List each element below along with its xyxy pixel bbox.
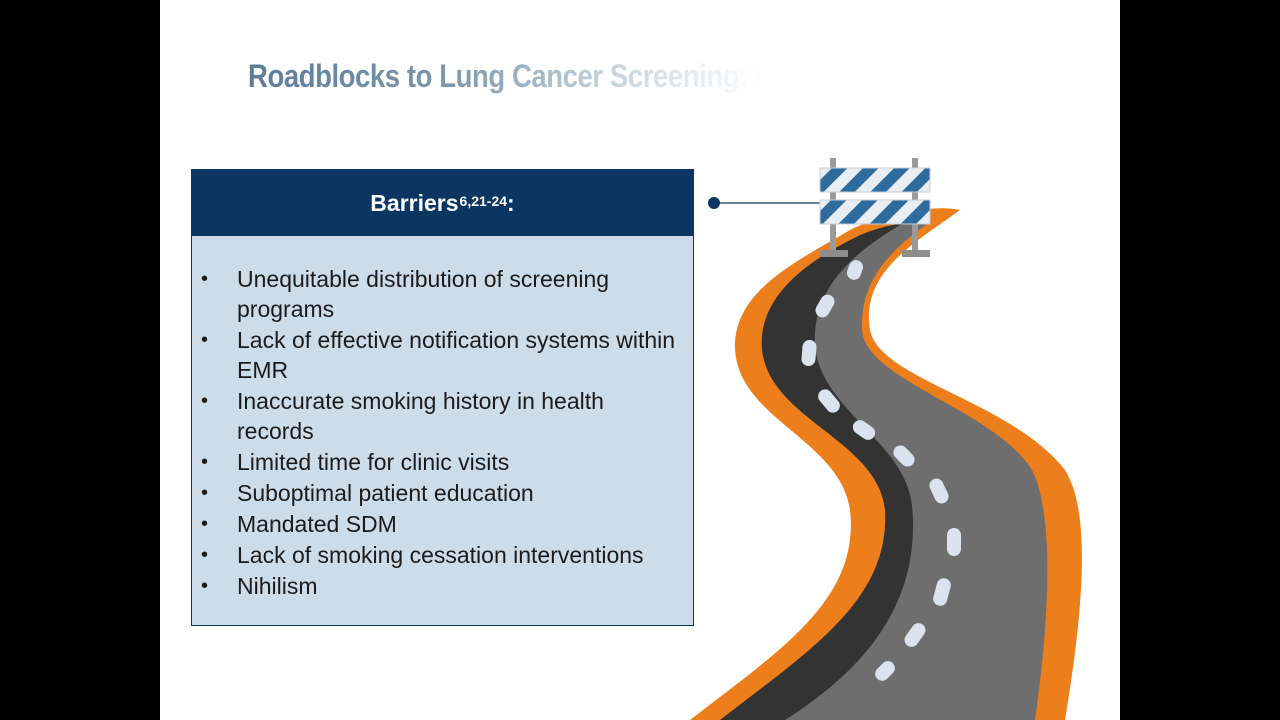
list-item: •Inaccurate smoking history in health re… [201, 388, 604, 444]
barriers-citation: 6,21-24 [459, 193, 508, 209]
barriers-heading: Barriers [370, 189, 459, 216]
list-item: •Mandated SDM [201, 511, 397, 537]
road-surface [785, 222, 1048, 720]
list-item: •Lack of smoking cessation interventions [201, 542, 644, 568]
list-item: •Lack of effective notification systems … [201, 327, 676, 383]
road-illustration [690, 158, 1082, 720]
list-item: •Nihilism [201, 573, 318, 599]
barricade-icon [819, 158, 931, 257]
slide-title: Roadblocks to Lung Cancer Screening: Ins… [248, 58, 835, 94]
slide: Roadblocks to Lung Cancer Screening: Ins… [160, 0, 1120, 720]
barriers-list: •Unequitable distribution of screening p… [192, 236, 693, 601]
list-item: •Limited time for clinic visits [201, 449, 510, 475]
list-item: •Unequitable distribution of screening p… [201, 266, 610, 322]
barriers-heading-suffix: : [507, 189, 515, 216]
lane-markings [801, 260, 961, 681]
connector-dot-icon [708, 197, 720, 209]
list-item: •Suboptimal patient education [201, 480, 534, 506]
